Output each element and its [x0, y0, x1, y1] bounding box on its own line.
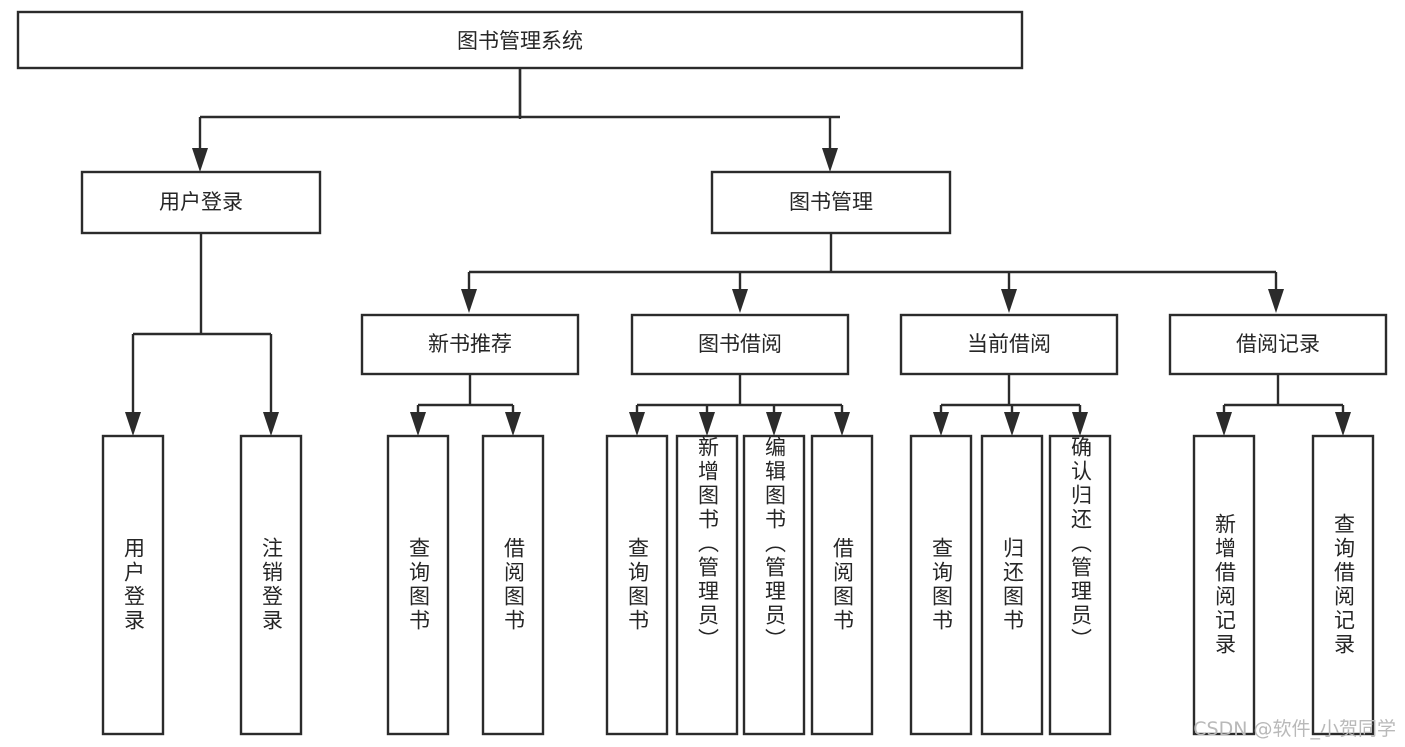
- leaf-box-borrow-book-2[interactable]: [810, 434, 874, 736]
- arrow-head-icon: [1072, 412, 1088, 436]
- node-book-borrow-label: 图书借阅: [698, 332, 782, 356]
- arrow-head-icon: [1216, 412, 1232, 436]
- leaf-box-add-book[interactable]: [675, 434, 739, 736]
- node-book-manage-box[interactable]: [710, 170, 952, 235]
- arrow-head-icon: [1268, 289, 1284, 313]
- arrow-head-icon: [410, 412, 426, 436]
- node-book-borrow-box[interactable]: [630, 313, 850, 376]
- node-current-borrow-box[interactable]: [899, 313, 1119, 376]
- connector-borrow-record-to-leaves: [1216, 374, 1351, 436]
- connector-user-login-to-leaves: [125, 233, 279, 436]
- arrow-head-icon: [629, 412, 645, 436]
- arrow-head-icon: [263, 412, 279, 436]
- connector-new-book-recommend-to-leaves: [410, 374, 521, 436]
- mask-rect: [505, 119, 535, 279]
- arrow-head-icon: [192, 148, 208, 172]
- node-new-book-recommend-box[interactable]: [360, 313, 580, 376]
- arrow-head-icon: [461, 289, 477, 313]
- arrow-head-icon: [1004, 412, 1020, 436]
- arrow-head-icon: [125, 412, 141, 436]
- arrow-head-icon: [766, 412, 782, 436]
- leaf-box-add-record[interactable]: [1192, 434, 1256, 736]
- node-book-manage-label: 图书管理: [789, 190, 873, 214]
- connector-book-borrow-to-leaves: [629, 374, 850, 436]
- node-root-box[interactable]: [16, 10, 1024, 70]
- node-root-label: 图书管理系统: [457, 29, 583, 53]
- arrow-head-icon: [1001, 289, 1017, 313]
- arrow-head-icon: [834, 412, 850, 436]
- node-user-login-box[interactable]: [80, 170, 322, 235]
- leaf-box-user-login[interactable]: [101, 434, 165, 736]
- arrow-head-icon: [933, 412, 949, 436]
- arrow-head-icon: [732, 289, 748, 313]
- connector-current-borrow-to-leaves: [933, 374, 1088, 436]
- connector-book-manage-to-level3: [461, 233, 1284, 313]
- leaf-box-query-book-2[interactable]: [605, 434, 669, 736]
- leaf-box-return-book[interactable]: [980, 434, 1044, 736]
- watermark-label: CSDN @软件_小贺同学: [1193, 718, 1396, 740]
- leaf-box-borrow-book-1[interactable]: [481, 434, 545, 736]
- arrow-head-icon: [822, 148, 838, 172]
- node-new-book-recommend-label: 新书推荐: [428, 332, 512, 356]
- arrow-head-icon: [699, 412, 715, 436]
- node-borrow-record-label: 借阅记录: [1236, 332, 1320, 356]
- node-borrow-record-box[interactable]: [1168, 313, 1388, 376]
- leaf-box-edit-book[interactable]: [742, 434, 806, 736]
- node-current-borrow-label: 当前借阅: [967, 332, 1051, 356]
- leaf-box-query-record[interactable]: [1311, 434, 1375, 736]
- leaf-box-query-book-3[interactable]: [909, 434, 973, 736]
- node-user-login-label: 用户登录: [159, 190, 243, 214]
- leaf-box-logout[interactable]: [239, 434, 303, 736]
- leaf-box-query-book-1[interactable]: [386, 434, 450, 736]
- leaf-box-confirm-return[interactable]: [1048, 434, 1112, 736]
- arrow-head-icon: [1335, 412, 1351, 436]
- arrow-head-icon: [505, 412, 521, 436]
